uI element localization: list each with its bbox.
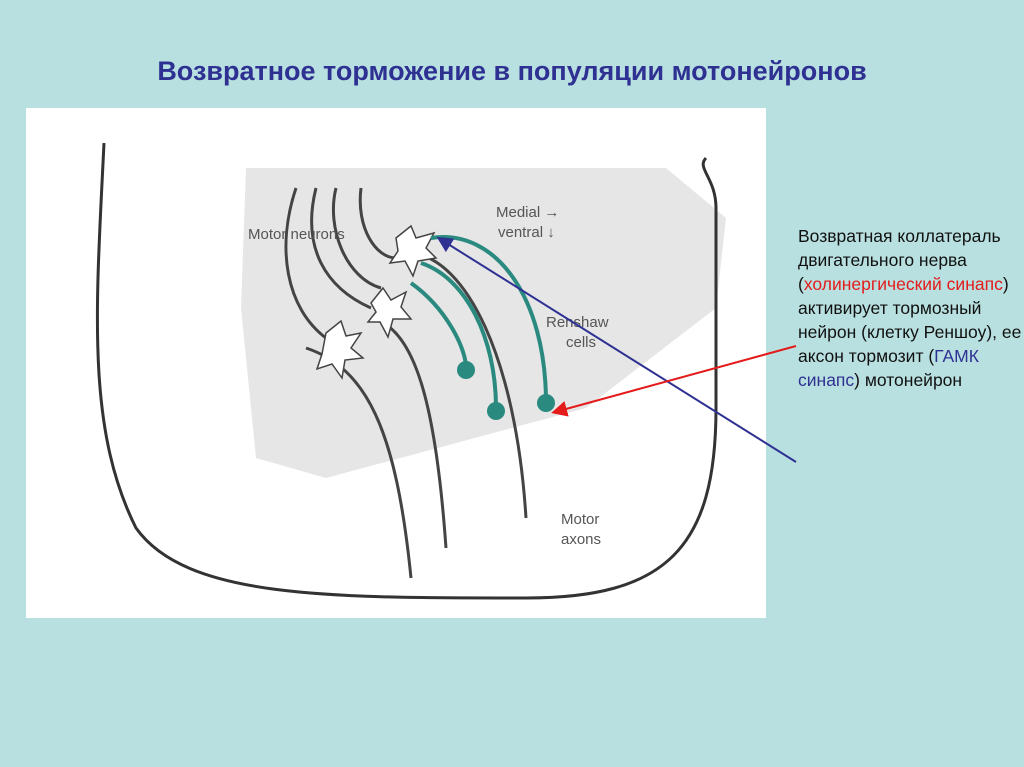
label-cells: cells <box>566 334 597 351</box>
label-medial: Medial → <box>496 204 560 221</box>
spinal-cord-figure: Motor neurons Medial → ventral ↓ Renshaw… <box>26 108 766 618</box>
desc-part2: ) активирует тормозный нейрон (клетку Ре… <box>798 274 1022 366</box>
label-ventral: ventral ↓ <box>498 224 555 241</box>
red-arrow <box>551 345 797 417</box>
label-motor-neurons: Motor neurons <box>248 226 345 243</box>
label-axons: axons <box>561 531 602 548</box>
label-renshaw: Renshaw <box>546 314 609 331</box>
renshaw-cells <box>457 361 555 420</box>
gaba-synapse-text: ГАМК синапс <box>798 346 979 390</box>
motor-neuron-cells <box>315 224 438 380</box>
label-motor: Motor <box>561 511 600 528</box>
slide-title: Возвратное торможение в популяции мотоне… <box>157 56 867 86</box>
cord-outline <box>95 142 718 600</box>
diagram-drawing <box>95 142 726 600</box>
recurrent-collaterals <box>409 235 548 409</box>
desc-part3: ) мотонейрон <box>854 370 963 390</box>
description-text: Возвратная коллатераль двигательного нер… <box>798 224 1023 392</box>
cholinergic-synapse-text: холинергический синапс <box>803 274 1003 294</box>
desc-part1: Возвратная коллатераль двигательного нер… <box>798 226 1001 294</box>
blue-arrow <box>436 236 797 463</box>
